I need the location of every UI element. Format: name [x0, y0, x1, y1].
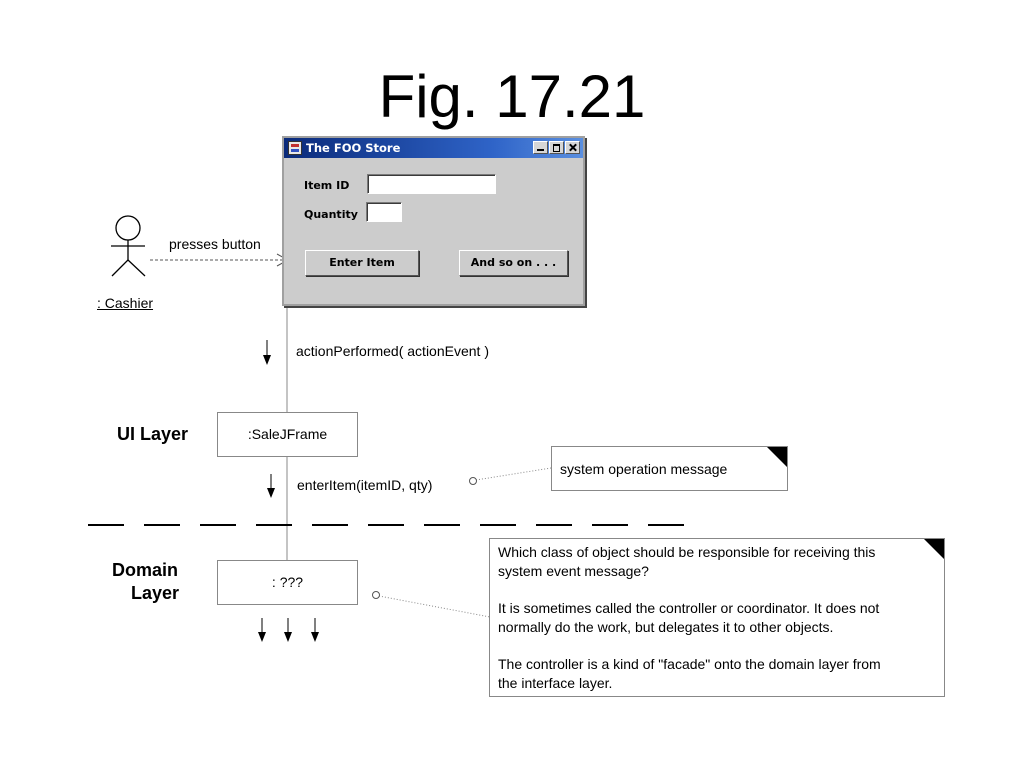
page-title: Fig. 17.21 [378, 63, 646, 130]
system-message-note-connector [469, 467, 552, 485]
presses-button-label: presses button [169, 236, 261, 252]
cashier-stick-figure [111, 215, 146, 277]
controller-note-line: The controller is a kind of "facade" ont… [498, 656, 881, 672]
controller-note-connector [372, 591, 491, 618]
and-so-on-button[interactable]: And so on . . . [459, 250, 568, 276]
sale-jframe-object: :SaleJFrame [217, 412, 358, 457]
domain-controller-object: : ??? [217, 560, 358, 605]
item-id-field[interactable] [367, 174, 496, 194]
cashier-label: : Cashier [97, 295, 154, 311]
enter-item-message: enterItem(itemID, qty) [297, 477, 433, 493]
system-operation-note: system operation message [551, 446, 788, 491]
ui-layer-label: UI Layer [116, 424, 188, 444]
domain-layer-label: Domain Layer [90, 559, 179, 605]
note-fold-corner [924, 539, 944, 559]
foo-store-window: The FOO Store Item ID Quantity Enter Ite… [282, 136, 585, 306]
close-icon[interactable] [565, 141, 580, 154]
system-operation-note-text: system operation message [560, 461, 728, 477]
domain-layer-label-line1: Domain [111, 560, 178, 580]
presses-button-arrow [150, 253, 290, 267]
domain-layer-label-line2: Layer [130, 583, 179, 603]
java-app-icon [288, 141, 302, 155]
controller-note-line: the interface layer. [498, 675, 613, 691]
enter-item-arrow [267, 474, 275, 498]
quantity-label: Quantity [304, 208, 358, 221]
window-titlebar[interactable]: The FOO Store [284, 138, 583, 158]
controller-note-line: normally do the work, but delegates it t… [498, 619, 834, 635]
note-fold-corner [767, 447, 787, 467]
action-performed-message: actionPerformed( actionEvent ) [296, 343, 489, 359]
controller-note-line: Which class of object should be responsi… [498, 544, 876, 560]
minimize-icon[interactable] [533, 141, 548, 154]
enter-item-button[interactable]: Enter Item [305, 250, 419, 276]
controller-note-line: system event message? [498, 563, 649, 579]
action-performed-arrow [263, 340, 271, 365]
maximize-icon[interactable] [549, 141, 564, 154]
controller-note: Which class of object should be responsi… [489, 538, 945, 697]
controller-note-line: It is sometimes called the controller or… [498, 600, 880, 616]
window-title: The FOO Store [306, 141, 401, 155]
quantity-field[interactable] [366, 202, 402, 222]
delegation-arrows [258, 618, 319, 642]
item-id-label: Item ID [304, 179, 350, 192]
